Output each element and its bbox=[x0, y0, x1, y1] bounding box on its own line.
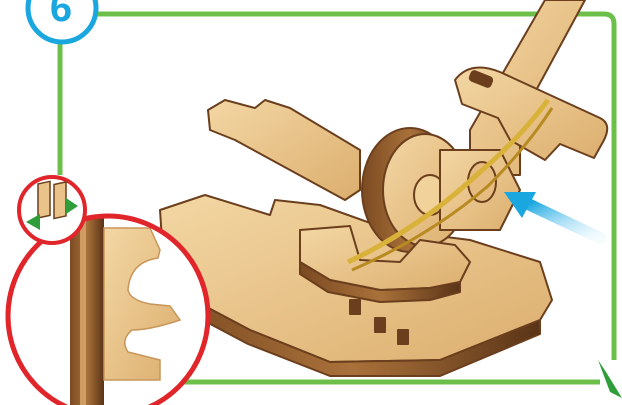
base-slot bbox=[350, 300, 360, 314]
inset-plate bbox=[38, 181, 50, 218]
base-slot bbox=[375, 318, 385, 332]
insert-direction-inset bbox=[19, 177, 85, 243]
pointer-arrow bbox=[504, 192, 600, 238]
wooden-catapult-model bbox=[160, 0, 607, 376]
step-number: 6 bbox=[24, 0, 98, 38]
inset-plate bbox=[54, 182, 66, 219]
left-arm-bar bbox=[208, 100, 360, 200]
zoom-plank-section bbox=[70, 215, 104, 405]
base-slot bbox=[398, 330, 408, 344]
next-step-tick bbox=[598, 360, 622, 398]
